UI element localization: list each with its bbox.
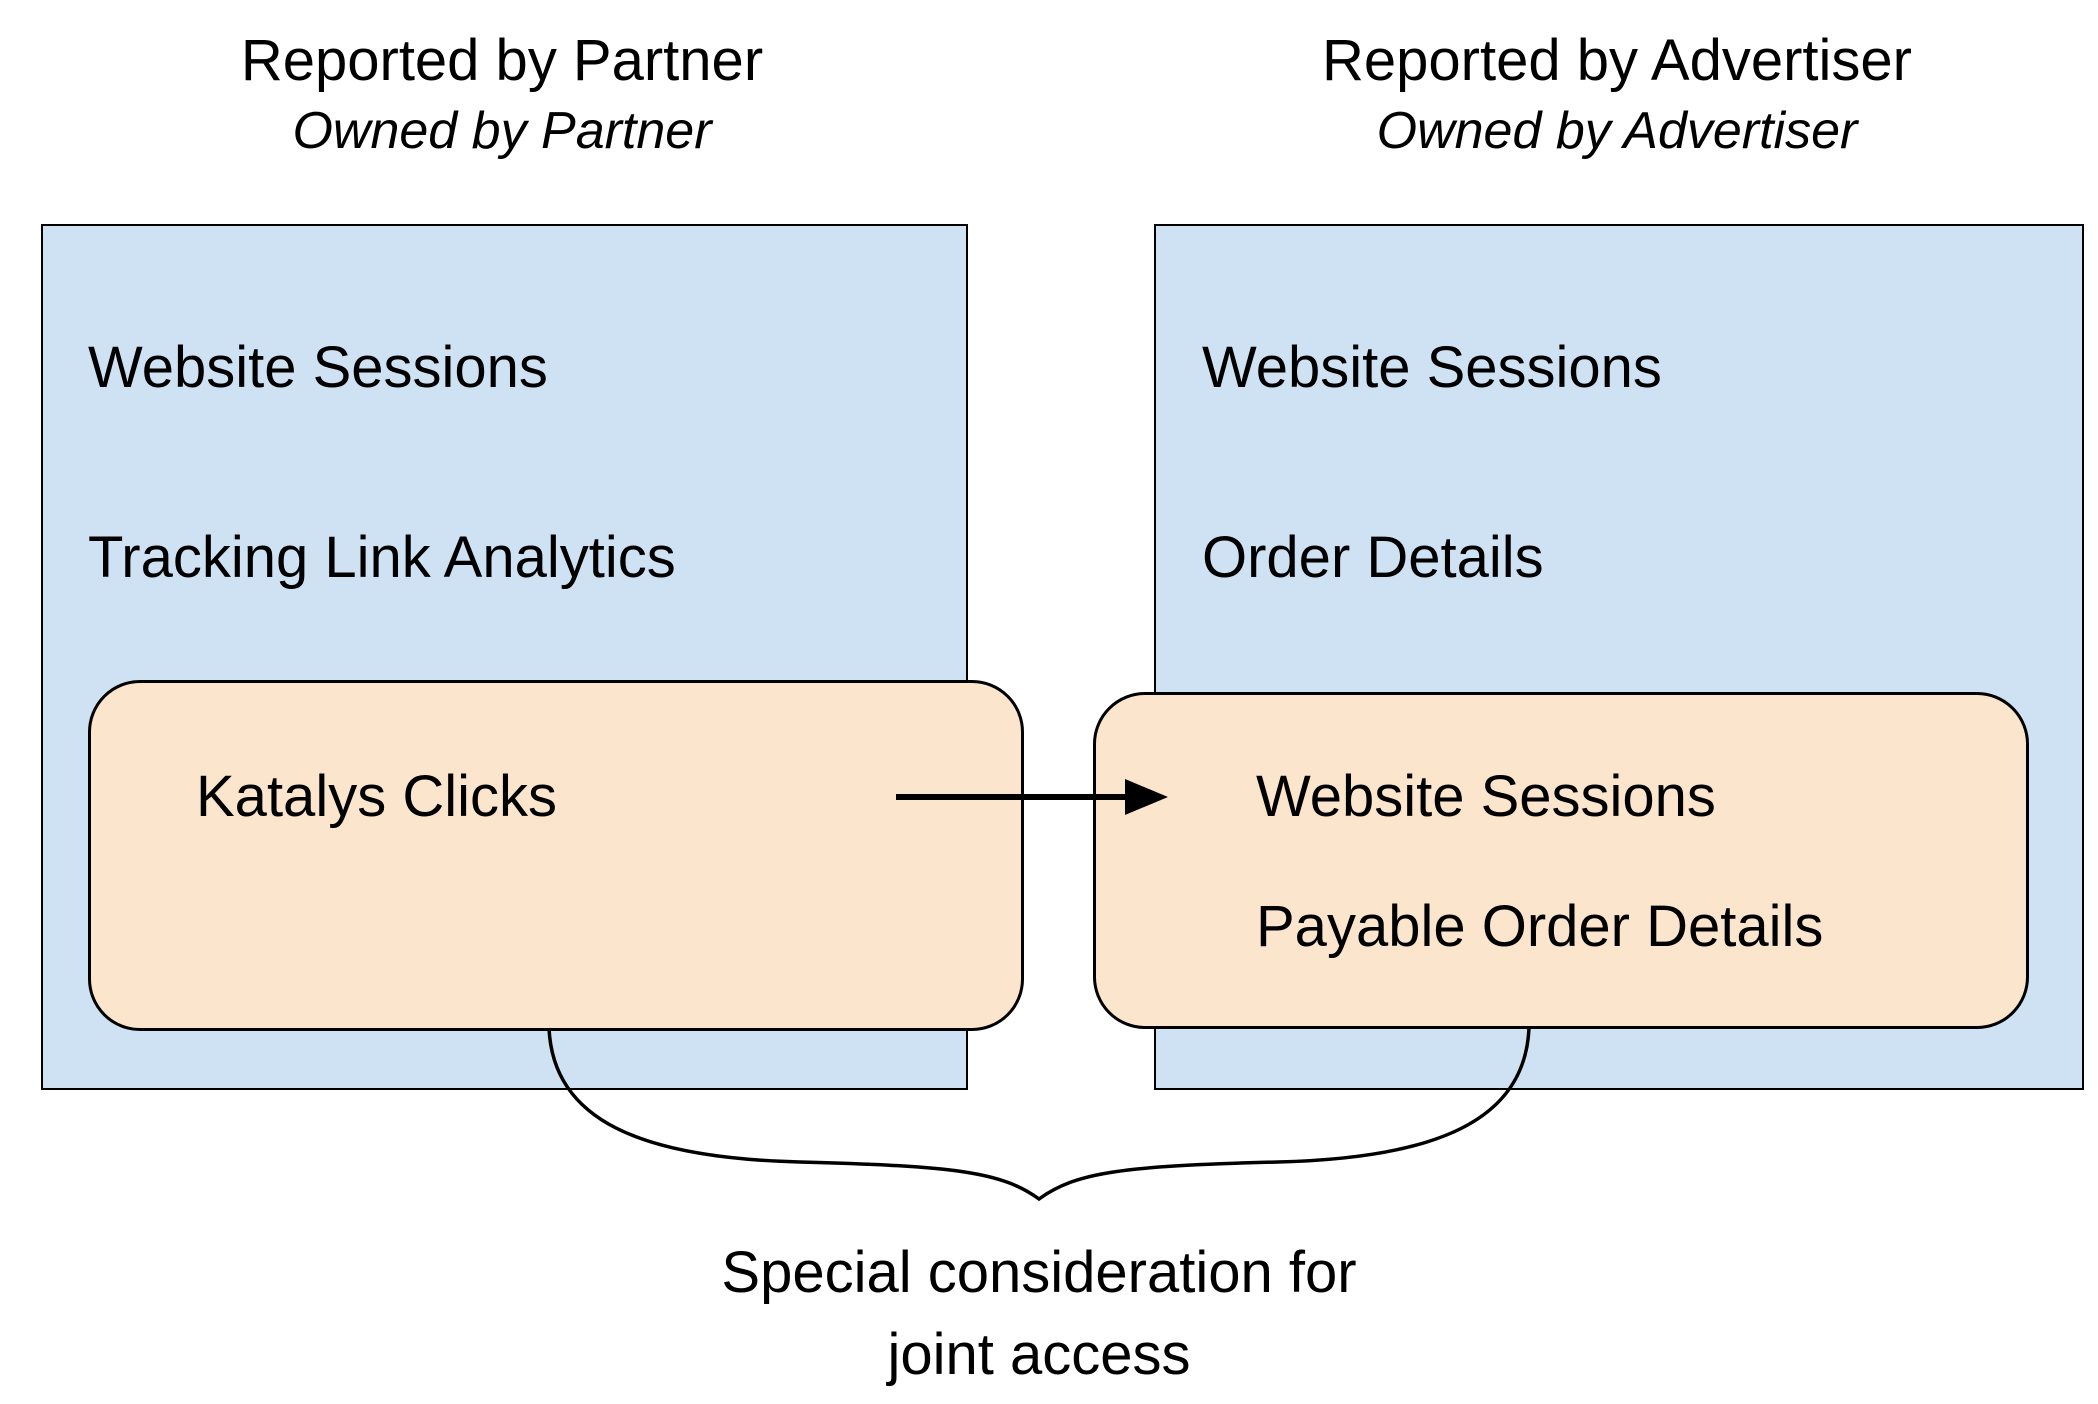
partner-heading: Reported by Partner Owned by Partner [52,26,952,166]
partner-item-tracking-link-analytics: Tracking Link Analytics [88,525,676,590]
advertiser-highlight-box [1093,692,2029,1029]
partner-heading-title: Reported by Partner [240,28,764,93]
advertiser-highlight-payable-order-details: Payable Order Details [1256,894,1824,959]
advertiser-heading-title: Reported by Advertiser [1322,28,1912,93]
partner-heading-subtitle: Owned by Partner [292,102,712,160]
partner-highlight-katalys-clicks: Katalys Clicks [196,764,557,829]
partner-highlight-box [88,680,1024,1031]
advertiser-item-order-details: Order Details [1202,525,1544,590]
partner-item-website-sessions: Website Sessions [88,335,548,400]
joint-access-caption: Special consideration for joint access [589,1232,1489,1396]
caption-line-1: Special consideration for [721,1240,1357,1305]
caption-line-2: joint access [887,1322,1191,1387]
advertiser-heading-subtitle: Owned by Advertiser [1376,102,1858,160]
advertiser-heading: Reported by Advertiser Owned by Advertis… [1167,26,2067,166]
advertiser-highlight-website-sessions: Website Sessions [1256,764,1716,829]
advertiser-item-website-sessions: Website Sessions [1202,335,1662,400]
